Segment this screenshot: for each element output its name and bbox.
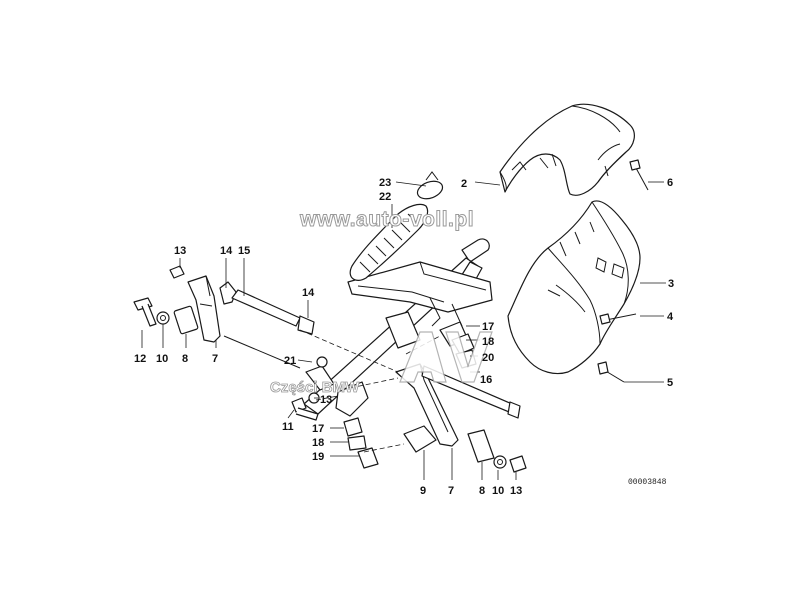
part-label-14-center: 14: [302, 287, 315, 299]
part-label-12: 12: [134, 353, 146, 365]
part-label-4: 4: [667, 311, 674, 323]
column-support-bracket: [347, 261, 493, 349]
part-label-2: 2: [461, 178, 467, 190]
part-label-18-left: 18: [312, 437, 324, 449]
watermark-caption: Części BMW: [270, 379, 360, 396]
part-label-7-right: 7: [448, 485, 454, 497]
part-label-16: 16: [480, 374, 492, 386]
part-label-6: 6: [667, 177, 673, 189]
rubber-boot: [349, 203, 429, 281]
part-labels: 2 3 4 5 6 7 7 8 8 9 10 10 11 12 13 13 13…: [134, 177, 674, 497]
part-label-10-left: 10: [156, 353, 168, 365]
part-label-9: 9: [420, 485, 426, 497]
part-label-10-right: 10: [492, 485, 504, 497]
part-label-7-left: 7: [212, 353, 218, 365]
part-label-13-center: 13: [320, 394, 332, 406]
watermark-url: www.auto-voll.pl: [299, 208, 474, 231]
part-label-5: 5: [667, 377, 673, 389]
part-label-13-right: 13: [510, 485, 522, 497]
drawing-code: 00003848: [628, 478, 667, 487]
part-label-17-right: 17: [482, 321, 494, 333]
upper-trim-cover: [499, 103, 635, 196]
part-label-14-left: 14: [220, 245, 233, 257]
center-fasteners: [291, 356, 379, 469]
part-label-8-left: 8: [182, 353, 188, 365]
part-label-23: 23: [379, 177, 391, 189]
hose-clamp: [416, 171, 444, 200]
leader-lines: [141, 181, 666, 480]
part-label-17-left: 17: [312, 423, 324, 435]
watermark-logo: [399, 331, 493, 383]
part-label-13-top: 13: [174, 245, 186, 257]
trim-screws: [597, 159, 649, 383]
part-label-15: 15: [238, 245, 250, 257]
part-label-18-right: 18: [482, 336, 494, 348]
part-label-11: 11: [282, 421, 294, 433]
part-label-3: 3: [668, 278, 674, 290]
part-label-19: 19: [312, 451, 324, 463]
part-label-8-right: 8: [479, 485, 485, 497]
lower-trim-cover: [507, 200, 641, 375]
part-label-22: 22: [379, 191, 391, 203]
part-label-20: 20: [482, 352, 494, 364]
part-label-21: 21: [284, 355, 296, 367]
left-bracket-assembly: [133, 265, 315, 369]
